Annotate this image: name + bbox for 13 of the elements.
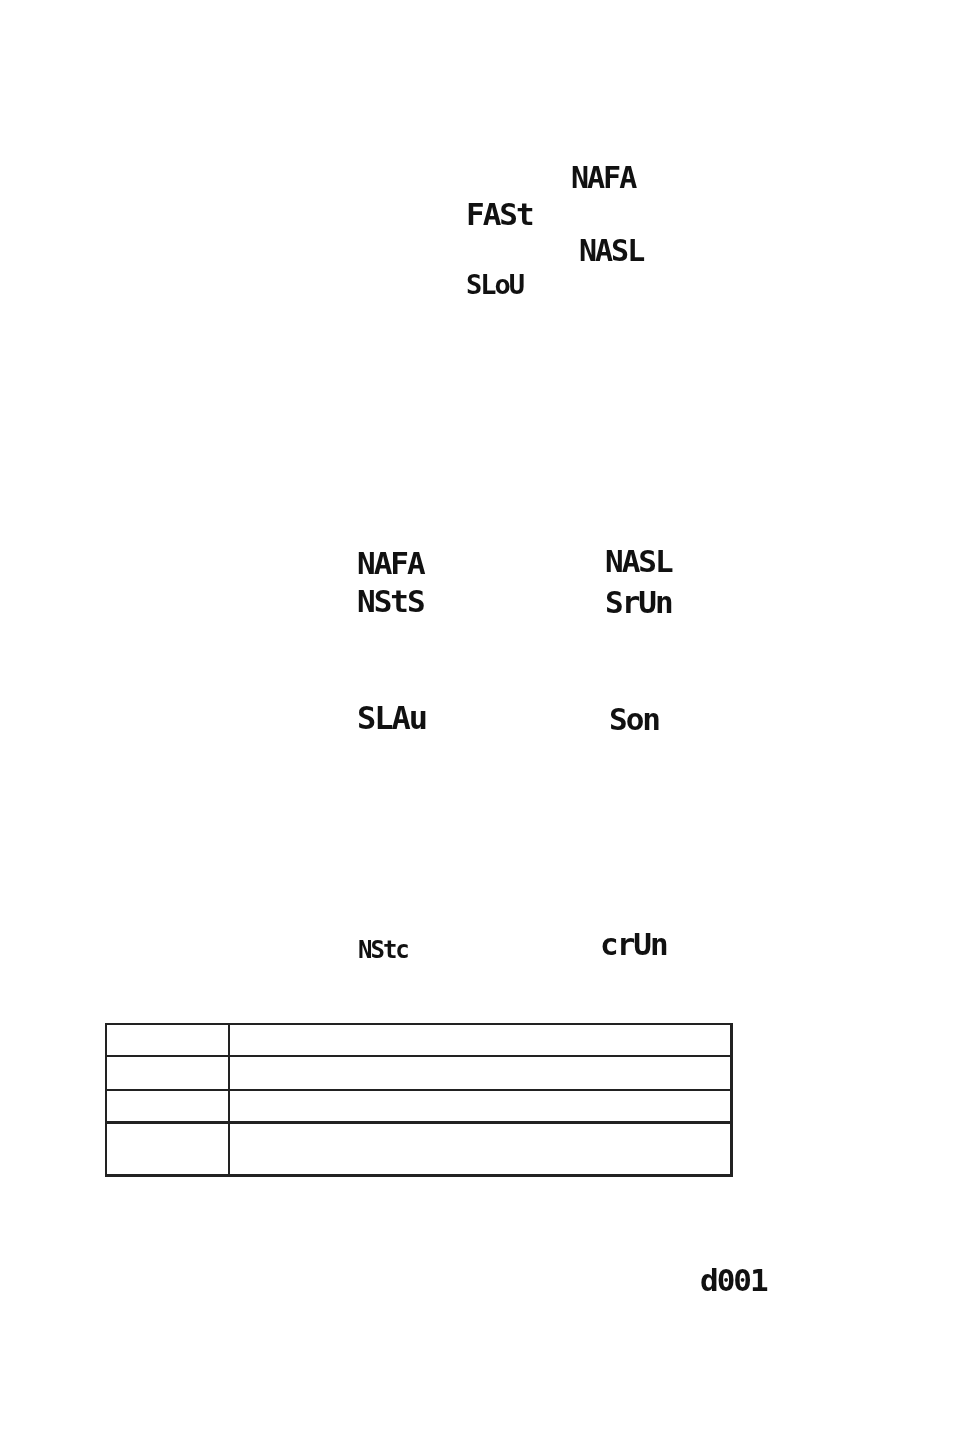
display-code: d001 [700, 1265, 767, 1296]
display-code: FASt [466, 199, 533, 230]
display-code: crUn [600, 929, 667, 960]
display-code: NAFA [571, 163, 636, 193]
display-code: SrUn [605, 587, 672, 618]
display-code: SLoU [466, 271, 524, 298]
display-code: SLAu [357, 702, 427, 734]
display-code: NStS [357, 586, 424, 617]
display-code: NStc [358, 938, 408, 962]
display-code: NAFA [357, 548, 424, 579]
display-code: Son [609, 704, 659, 735]
display-code: NASL [579, 236, 644, 266]
display-code: NASL [605, 546, 672, 577]
